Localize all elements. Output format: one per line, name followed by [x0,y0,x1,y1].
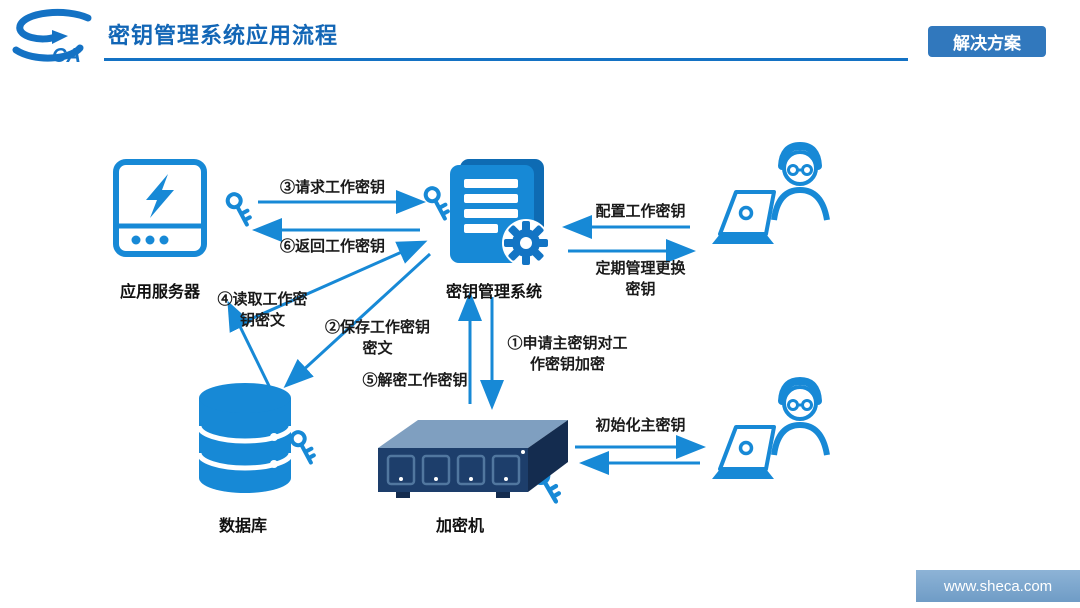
solution-badge: 解决方案 [928,26,1046,57]
flow-label-apply-master-key: ①申请主密钥对工 作密钥加密 [507,335,628,373]
app-server-icon [112,158,208,263]
flow-label-request-work-key: ③请求工作密钥 [279,179,385,196]
node-label-app-server: 应用服务器 [119,284,200,301]
sheca-logo-icon: CA [8,6,98,69]
gear-icon [502,219,550,267]
node-label-database: 数据库 [218,518,267,535]
key-icon-app-server [217,186,266,242]
flow-label-init-master-key: 初始化主密钥 [595,417,686,434]
flow-label-decrypt-work-key: ⑤解密工作密钥 [362,372,468,389]
database-icon [196,380,294,501]
node-label-hsm: 加密机 [435,518,484,535]
flow-label-return-work-key: ⑥返回工作密钥 [279,238,385,255]
footer-url-badge: www.sheca.com [916,570,1080,602]
kms-icon [444,155,556,278]
admin-person-bottom-icon [700,375,850,495]
hsm-icon [366,406,571,511]
flow-label-periodic-replace-key: 定期管理更换 密钥 [595,260,686,298]
key-icon-database [281,424,330,480]
title-underline [104,58,908,61]
logo-text: CA [52,45,81,64]
key-icon-kms [415,180,464,236]
node-label-kms: 密钥管理系统 [445,284,542,301]
flow-label-configure-work-key: 配置工作密钥 [595,203,686,220]
page-title: 密钥管理系统应用流程 [108,23,339,48]
flow-label-read-ciphertext: ④读取工作密 钥密文 [217,291,308,329]
flow-label-save-ciphertext: ②保存工作密钥 密文 [324,319,430,357]
admin-person-top-icon [700,140,850,260]
